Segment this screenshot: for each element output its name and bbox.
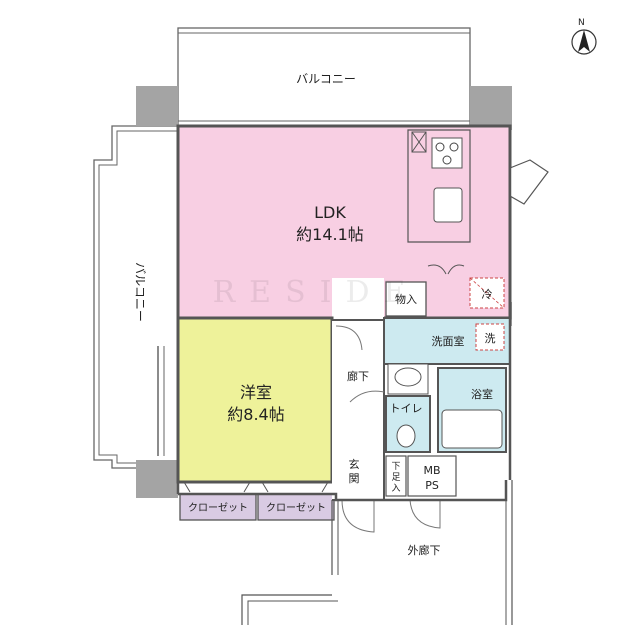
storage-room [385,281,427,317]
north-arrow-icon [578,30,590,52]
front-door-arc [341,499,375,533]
burner-icon [442,155,452,165]
ldk-notch [332,278,384,320]
balcony-left: バルコニー [93,125,178,469]
north-label: N [578,18,585,28]
column-bottom-left [136,460,178,498]
toilet-label: トイレ [390,402,423,415]
closet-doors [183,481,329,493]
room-toilet: トイレ [385,395,431,453]
shoe-storage [385,455,407,497]
hood-x [411,131,427,153]
western-floor [176,316,334,484]
storage-label: 物入 [395,292,417,306]
ps-label: PS [425,479,439,492]
balcony-top-label: バルコニー [296,72,356,86]
hallway-label: 廊下 [347,369,369,383]
outer-corridor-label: 外廊下 [408,543,441,557]
bay-window [509,159,549,205]
outer-corridor-wall [241,480,513,625]
kitchen-sink [433,187,463,223]
toilet-bowl [396,424,416,448]
bath-label: 浴室 [471,387,493,401]
shoe-storage-char-1: 下 [391,462,400,472]
column-top-right [470,86,512,130]
ldk-name: LDK [314,203,346,222]
burner-icon [449,142,459,152]
entrance: 玄 関 玄関 下 足 入 MB PS [349,455,457,497]
storage-area: 物入 冷 [385,264,505,317]
compass: N [571,18,597,55]
range-hood [411,131,427,153]
closet-1 [179,493,257,521]
outer-corridor: 外廊下 [241,480,513,625]
kitchen [407,129,471,243]
closet-2-label: クローゼット [266,502,326,514]
closet-1-label: クローゼット [188,502,248,514]
column-top-left [136,86,178,126]
balcony-left-inner [98,130,178,464]
hallway-door-arc [335,325,363,351]
room-washroom: 洗面室 洗 [383,317,511,395]
entrance-label-1: 玄 [349,457,360,471]
mb-label: MB [423,464,440,477]
western-name: 洋室 [240,383,272,402]
shoe-storage-char-3: 入 [391,483,400,494]
mb-ps [407,455,457,497]
balcony-top-inner [177,32,471,122]
balcony-left-outline [93,125,178,469]
washer-space [475,323,505,351]
room-bath: 浴室 [437,367,507,453]
closets: クローゼット クローゼット [179,481,335,521]
washer-mark: 洗 [485,332,496,345]
kitchen-cooktop [431,137,463,169]
fridge-mark: 冷 [482,288,493,301]
ldk-size: 約14.1帖 [296,225,364,244]
bathtub [441,409,503,449]
washroom-label: 洗面室 [432,334,465,348]
balcony-left-label: バルコニー [133,262,147,322]
outer-corridor-wall-inner [247,480,507,625]
fridge-x [469,277,505,309]
western-size: 約8.4帖 [227,405,284,424]
balcony-top-outline [177,27,471,127]
hallway: 廊下 [332,319,385,501]
wash-basin [387,363,429,395]
burner-icon [435,142,445,152]
storage-door [427,264,465,275]
exterior-wall [176,124,512,502]
room-western: 洋室 約8.4帖 [157,316,334,484]
shoe-storage-char-2: 足 [391,472,400,483]
watermark: RESIDE [213,275,420,310]
entrance-label-2: 関 [349,472,360,485]
mb-door-arc [409,499,441,529]
balcony-top: バルコニー [177,27,471,127]
basin-bowl [394,367,422,387]
hallway-door-arc-2 [349,390,385,403]
